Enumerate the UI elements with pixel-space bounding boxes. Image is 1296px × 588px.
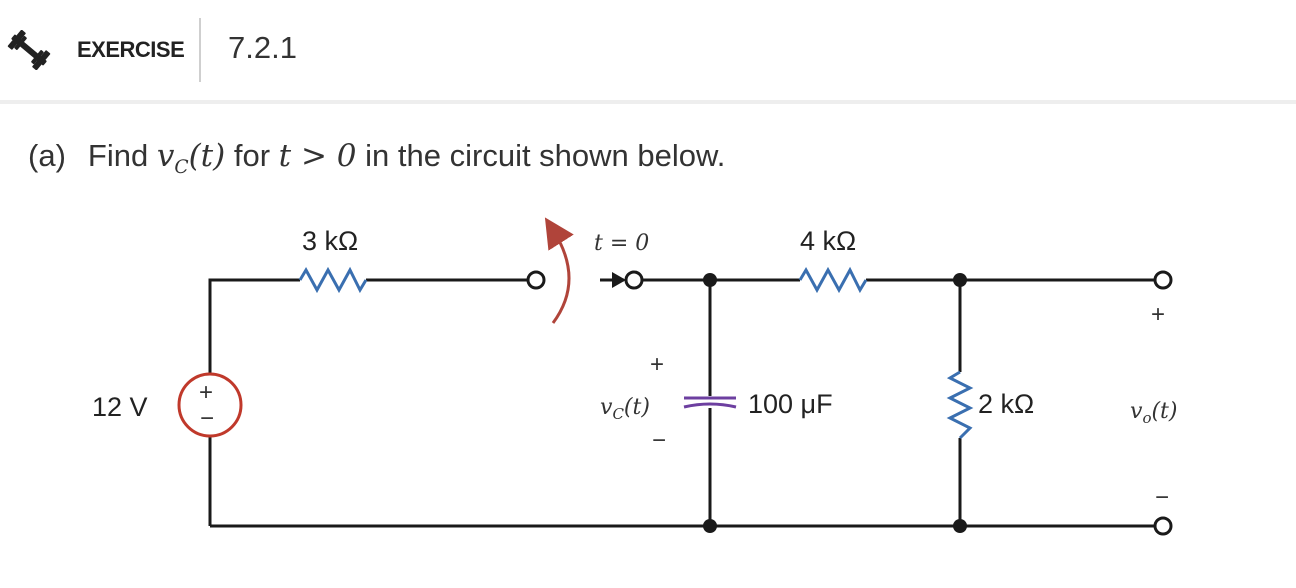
wire-top-left — [208, 278, 530, 510]
resistor-4k — [798, 266, 868, 294]
terminal-top — [1153, 270, 1173, 290]
resistor-3k — [298, 266, 368, 294]
resistor-2k-label: 2 kΩ — [978, 389, 1034, 419]
switch-label: t = 0 — [594, 231, 649, 256]
vc-label: vC(t) — [600, 395, 650, 423]
vo-label: vo(t) — [1130, 399, 1177, 427]
resistor-4k-label: 4 kΩ — [800, 226, 856, 256]
resistor-2k — [946, 370, 974, 440]
question-for: for — [233, 138, 271, 173]
source-minus: − — [200, 405, 214, 432]
vo-minus: − — [1155, 484, 1169, 511]
node-bottom-r3 — [953, 519, 967, 533]
source-label: 12 V — [92, 392, 148, 422]
dumbbell-icon — [7, 30, 51, 70]
header-rule — [0, 100, 1296, 104]
vc-minus: − — [652, 427, 666, 454]
voltage-source — [177, 280, 243, 526]
resistor-3k-label: 3 kΩ — [302, 226, 358, 256]
circuit-diagram: 3 kΩ t = 0 4 kΩ + − 12 V 100 μF + vC(t) … — [92, 217, 1177, 536]
vo-plus: + — [1151, 301, 1165, 328]
question-rest: in the circuit shown below. — [365, 138, 726, 173]
exercise-number: 7.2.1 — [228, 30, 297, 65]
header-divider — [199, 18, 201, 82]
question-part: (a) — [28, 138, 66, 173]
exercise-label: EXERCISE — [77, 37, 185, 62]
source-plus: + — [199, 379, 213, 406]
question-variable: vC(t) — [156, 138, 226, 179]
capacitor — [683, 396, 737, 409]
question-condition: t > 0 — [278, 138, 357, 174]
question-text: (a) Find vC(t) for t > 0 in the circuit s… — [28, 138, 725, 178]
question-find: Find — [87, 138, 149, 173]
vc-plus: + — [650, 351, 664, 378]
exercise-header: EXERCISE 7.2.1 — [0, 0, 1296, 100]
terminal-bottom — [1153, 516, 1173, 536]
node-bottom-cap — [703, 519, 717, 533]
capacitor-label: 100 μF — [748, 389, 833, 419]
